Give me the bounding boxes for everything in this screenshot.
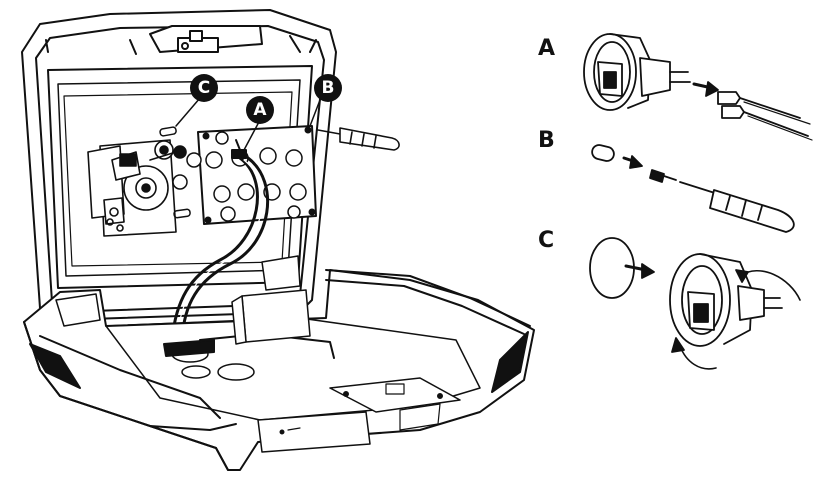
- callout-b: B: [314, 74, 342, 102]
- joystick-mechanism: [88, 140, 186, 236]
- screwdriver-lid: [318, 128, 399, 150]
- callout-a: A: [246, 96, 274, 124]
- step-label-c: C: [538, 228, 554, 253]
- step-a-detail: [584, 34, 812, 140]
- step-b-detail: [591, 144, 794, 232]
- step-label-a: A: [538, 36, 555, 61]
- callout-c: C: [190, 74, 218, 102]
- step-c-detail: [590, 238, 800, 369]
- step-label-b: B: [538, 128, 555, 153]
